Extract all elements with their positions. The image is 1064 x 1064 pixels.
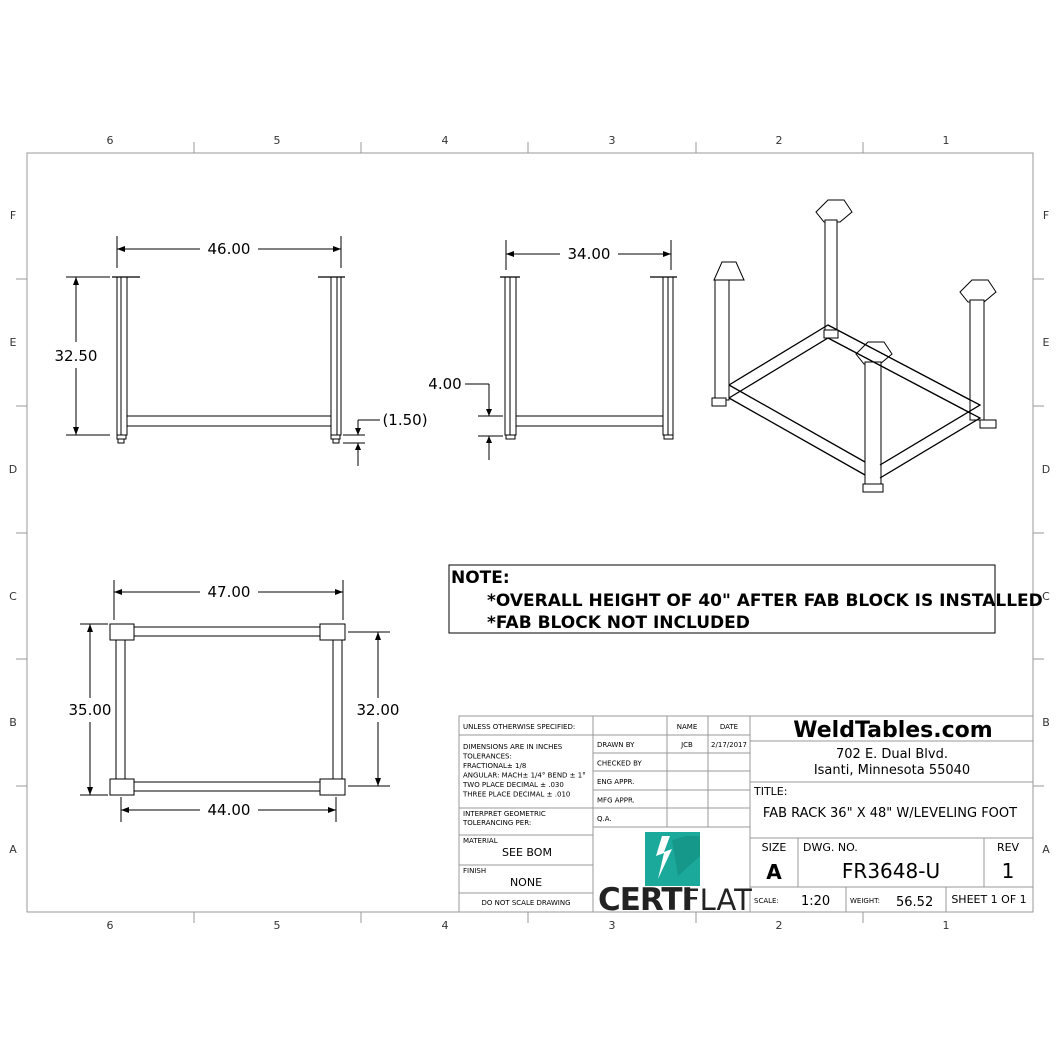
revision: 1 (1002, 859, 1015, 883)
interpret-label: INTERPRET GEOMETRIC (463, 810, 546, 818)
front-width-dimension: 46.00 (208, 240, 251, 258)
zone-column-label: 4 (442, 134, 449, 147)
material-label: MATERIAL (463, 837, 498, 845)
note-heading: NOTE: (451, 568, 510, 588)
do-not-scale-label: DO NOT SCALE DRAWING (481, 899, 570, 907)
zone-column-label: 1 (943, 134, 950, 147)
certiflat-logo: CERTI FLAT (598, 832, 752, 918)
zone-column-label: 3 (609, 134, 616, 147)
zone-row-label: F (10, 209, 16, 222)
weight-label: WEIGHT: (850, 897, 880, 905)
zone-row-label: D (9, 463, 17, 476)
size-label: SIZE (762, 841, 787, 854)
interpret-label: TOLERANCING PER: (462, 819, 531, 827)
drawing-number: FR3648-U (842, 859, 940, 883)
sheet-number: SHEET 1 OF 1 (951, 893, 1026, 906)
company-name: WeldTables.com (793, 718, 992, 743)
approval-label: Q.A. (597, 815, 612, 823)
zone-row-label: D (1042, 463, 1050, 476)
finish-value: NONE (510, 876, 542, 889)
tolerance-line: FRACTIONAL± 1/8 (463, 762, 526, 770)
zone-column-label: 6 (107, 134, 114, 147)
size-value: A (766, 860, 782, 884)
note-line: *FAB BLOCK NOT INCLUDED (487, 613, 750, 633)
weight-value: 56.52 (896, 895, 933, 910)
approval-label: CHECKED BY (597, 760, 643, 768)
top-inner-width-dimension: 44.00 (208, 801, 251, 819)
zone-row-label: C (1042, 590, 1050, 603)
isometric-view (711, 199, 997, 493)
approval-label: ENG APPR. (597, 778, 634, 786)
zone-column-label: 1 (943, 919, 950, 932)
zone-column-label: 5 (274, 919, 281, 932)
approval-date: 2/17/2017 (711, 741, 747, 749)
zone-column-label: 2 (776, 134, 783, 147)
zone-column-label: 6 (107, 919, 114, 932)
note-box: NOTE: *OVERALL HEIGHT OF 40" AFTER FAB B… (448, 564, 1043, 634)
zone-row-label: B (1042, 716, 1050, 729)
top-inner-depth-dimension: 32.00 (357, 701, 400, 719)
company-address: Isanti, Minnesota 55040 (814, 763, 970, 778)
tolerance-line: THREE PLACE DECIMAL ± .010 (462, 791, 570, 799)
zone-row-label: F (1043, 209, 1049, 222)
unless-specified-label: UNLESS OTHERWISE SPECIFIED: (463, 723, 575, 731)
tolerance-line: TOLERANCES: (462, 753, 512, 761)
tolerance-line: TWO PLACE DECIMAL ± .030 (462, 781, 564, 789)
logo-text-light: FLAT (683, 883, 752, 917)
zone-row-label: A (1042, 843, 1050, 856)
note-line: *OVERALL HEIGHT OF 40" AFTER FAB BLOCK I… (487, 591, 1043, 611)
company-address: 702 E. Dual Blvd. (836, 747, 948, 762)
approval-name: JCB (680, 741, 693, 749)
date-header: DATE (720, 723, 738, 731)
zone-column-label: 5 (274, 134, 281, 147)
scale-value: 1:20 (801, 894, 830, 909)
side-width-dimension: 34.00 (568, 245, 611, 263)
scale-label: SCALE: (754, 897, 779, 905)
side-view: 34.00 4.00 (428, 240, 677, 460)
crossbar-height-dimension: 4.00 (428, 375, 461, 393)
dwg-no-label: DWG. NO. (803, 841, 858, 854)
zone-row-label: E (10, 336, 17, 349)
title-block: UNLESS OTHERWISE SPECIFIED: DIMENSIONS A… (458, 715, 1034, 918)
zone-row-label: C (9, 590, 17, 603)
zone-column-label: 3 (609, 919, 616, 932)
zone-column-label: 4 (442, 919, 449, 932)
top-outer-depth-dimension: 35.00 (69, 701, 112, 719)
foot-height-dimension: (1.50) (382, 411, 427, 429)
zone-column-label: 2 (776, 919, 783, 932)
material-value: SEE BOM (502, 846, 552, 859)
zone-dividers (16, 142, 1044, 923)
rev-label: REV (997, 841, 1020, 854)
logo-text-bold: CERTI (598, 882, 692, 918)
tolerance-line: ANGULAR: MACH± 1/4° BEND ± 1° (463, 772, 586, 780)
zone-row-label: B (9, 716, 17, 729)
zone-row-label: E (1043, 336, 1050, 349)
tolerance-line: DIMENSIONS ARE IN INCHES (463, 743, 563, 751)
front-view: 46.00 32.50 (1.50) (55, 236, 428, 466)
front-height-dimension: 32.50 (55, 347, 98, 365)
approval-label: MFG APPR. (597, 797, 635, 805)
top-view: 47.00 35.00 32.00 44.00 (69, 580, 400, 822)
title-label: TITLE: (753, 785, 787, 798)
finish-label: FINISH (463, 867, 486, 875)
top-outer-width-dimension: 47.00 (208, 583, 251, 601)
drawing-title: FAB RACK 36" X 48" W/LEVELING FOOT (763, 806, 1017, 821)
zone-row-label: A (9, 843, 17, 856)
name-header: NAME (677, 723, 698, 731)
approval-label: DRAWN BY (597, 741, 635, 749)
